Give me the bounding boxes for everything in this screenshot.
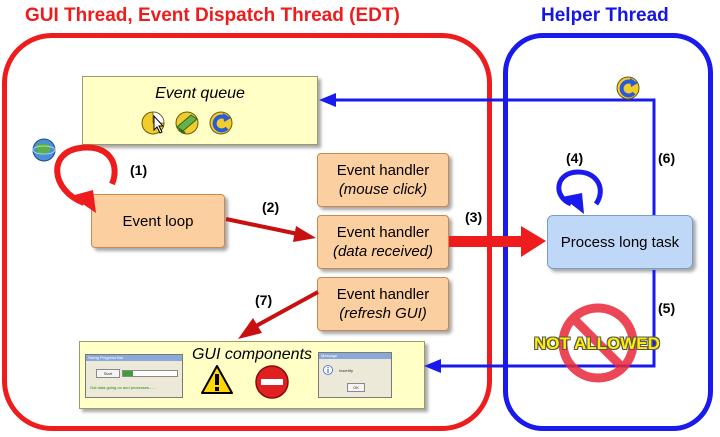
direct-gui-update-arrow <box>424 270 656 373</box>
progress-window-thumbnail: Swing Progress Bar Start Got data going … <box>85 354 183 398</box>
not-allowed-label: NOT ALLOWED <box>534 334 660 353</box>
data-icon <box>175 111 199 135</box>
progress-status-text: Got data going on and processes...... <box>90 385 156 390</box>
refresh-icon <box>209 111 233 135</box>
message-text: Insertify <box>339 368 354 373</box>
helper-thread-container <box>503 33 713 431</box>
handler-subtitle: (mouse click) <box>338 181 428 198</box>
queue-icons <box>141 111 233 135</box>
message-window-title: Message <box>319 353 391 359</box>
task-cycle-arrow <box>556 169 603 214</box>
start-task-arrow <box>449 226 546 257</box>
refresh-gui-arrow <box>238 290 319 339</box>
warning-icon <box>201 365 233 394</box>
handler-refresh-gui: Event handler (refresh GUI) <box>317 277 449 331</box>
handler-title: Event handler <box>336 224 430 241</box>
process-long-task-label: Process long task <box>560 233 680 251</box>
refresh-icon <box>616 76 640 100</box>
mouse-click-icon <box>141 111 165 135</box>
globe-icon <box>32 138 56 162</box>
step-2-label: (2) <box>262 199 280 215</box>
handler-mouse-click: Event handler (mouse click) <box>317 153 449 207</box>
info-icon <box>323 365 333 375</box>
event-queue: Event queue <box>82 76 318 145</box>
step-4-label: (4) <box>566 150 584 166</box>
step-7-label: (7) <box>255 292 273 308</box>
event-queue-label: Event queue <box>155 85 245 102</box>
progress-start-button: Start <box>96 369 120 378</box>
gui-components-panel: GUI components Swing Progress Bar Start … <box>79 341 425 409</box>
helper-thread-title: Helper Thread <box>541 5 669 26</box>
message-ok-button: OK <box>347 383 365 392</box>
process-long-task-node: Process long task <box>547 215 693 269</box>
message-window-thumbnail: Message Insertify OK <box>318 352 392 398</box>
step-5-label: (5) <box>658 300 676 316</box>
gui-thread-container <box>2 33 492 431</box>
handler-title: Event handler <box>336 162 430 179</box>
prohibited-icon <box>558 303 638 383</box>
progress-window-title: Swing Progress Bar <box>86 355 182 361</box>
gui-components-label: GUI components <box>191 346 313 363</box>
handler-subtitle: (refresh GUI) <box>339 305 427 322</box>
handler-data-received: Event handler (data received) <box>317 215 449 269</box>
dispatch-arrow <box>225 217 316 242</box>
step-1-label: (1) <box>130 162 148 178</box>
event-loop-node: Event loop <box>91 194 225 248</box>
handler-subtitle: (data received) <box>332 243 434 260</box>
progress-bar-fill <box>123 371 133 376</box>
gui-thread-title: GUI Thread, Event Dispatch Thread (EDT) <box>25 5 400 26</box>
event-loop-cycle-arrow <box>54 144 118 213</box>
stop-icon <box>255 365 289 399</box>
step-6-label: (6) <box>658 150 676 166</box>
event-loop-label: Event loop <box>122 212 194 230</box>
progress-bar-track <box>122 370 178 377</box>
handler-title: Event handler <box>336 286 430 303</box>
step-3-label: (3) <box>465 209 483 225</box>
post-event-arrow <box>319 93 656 215</box>
